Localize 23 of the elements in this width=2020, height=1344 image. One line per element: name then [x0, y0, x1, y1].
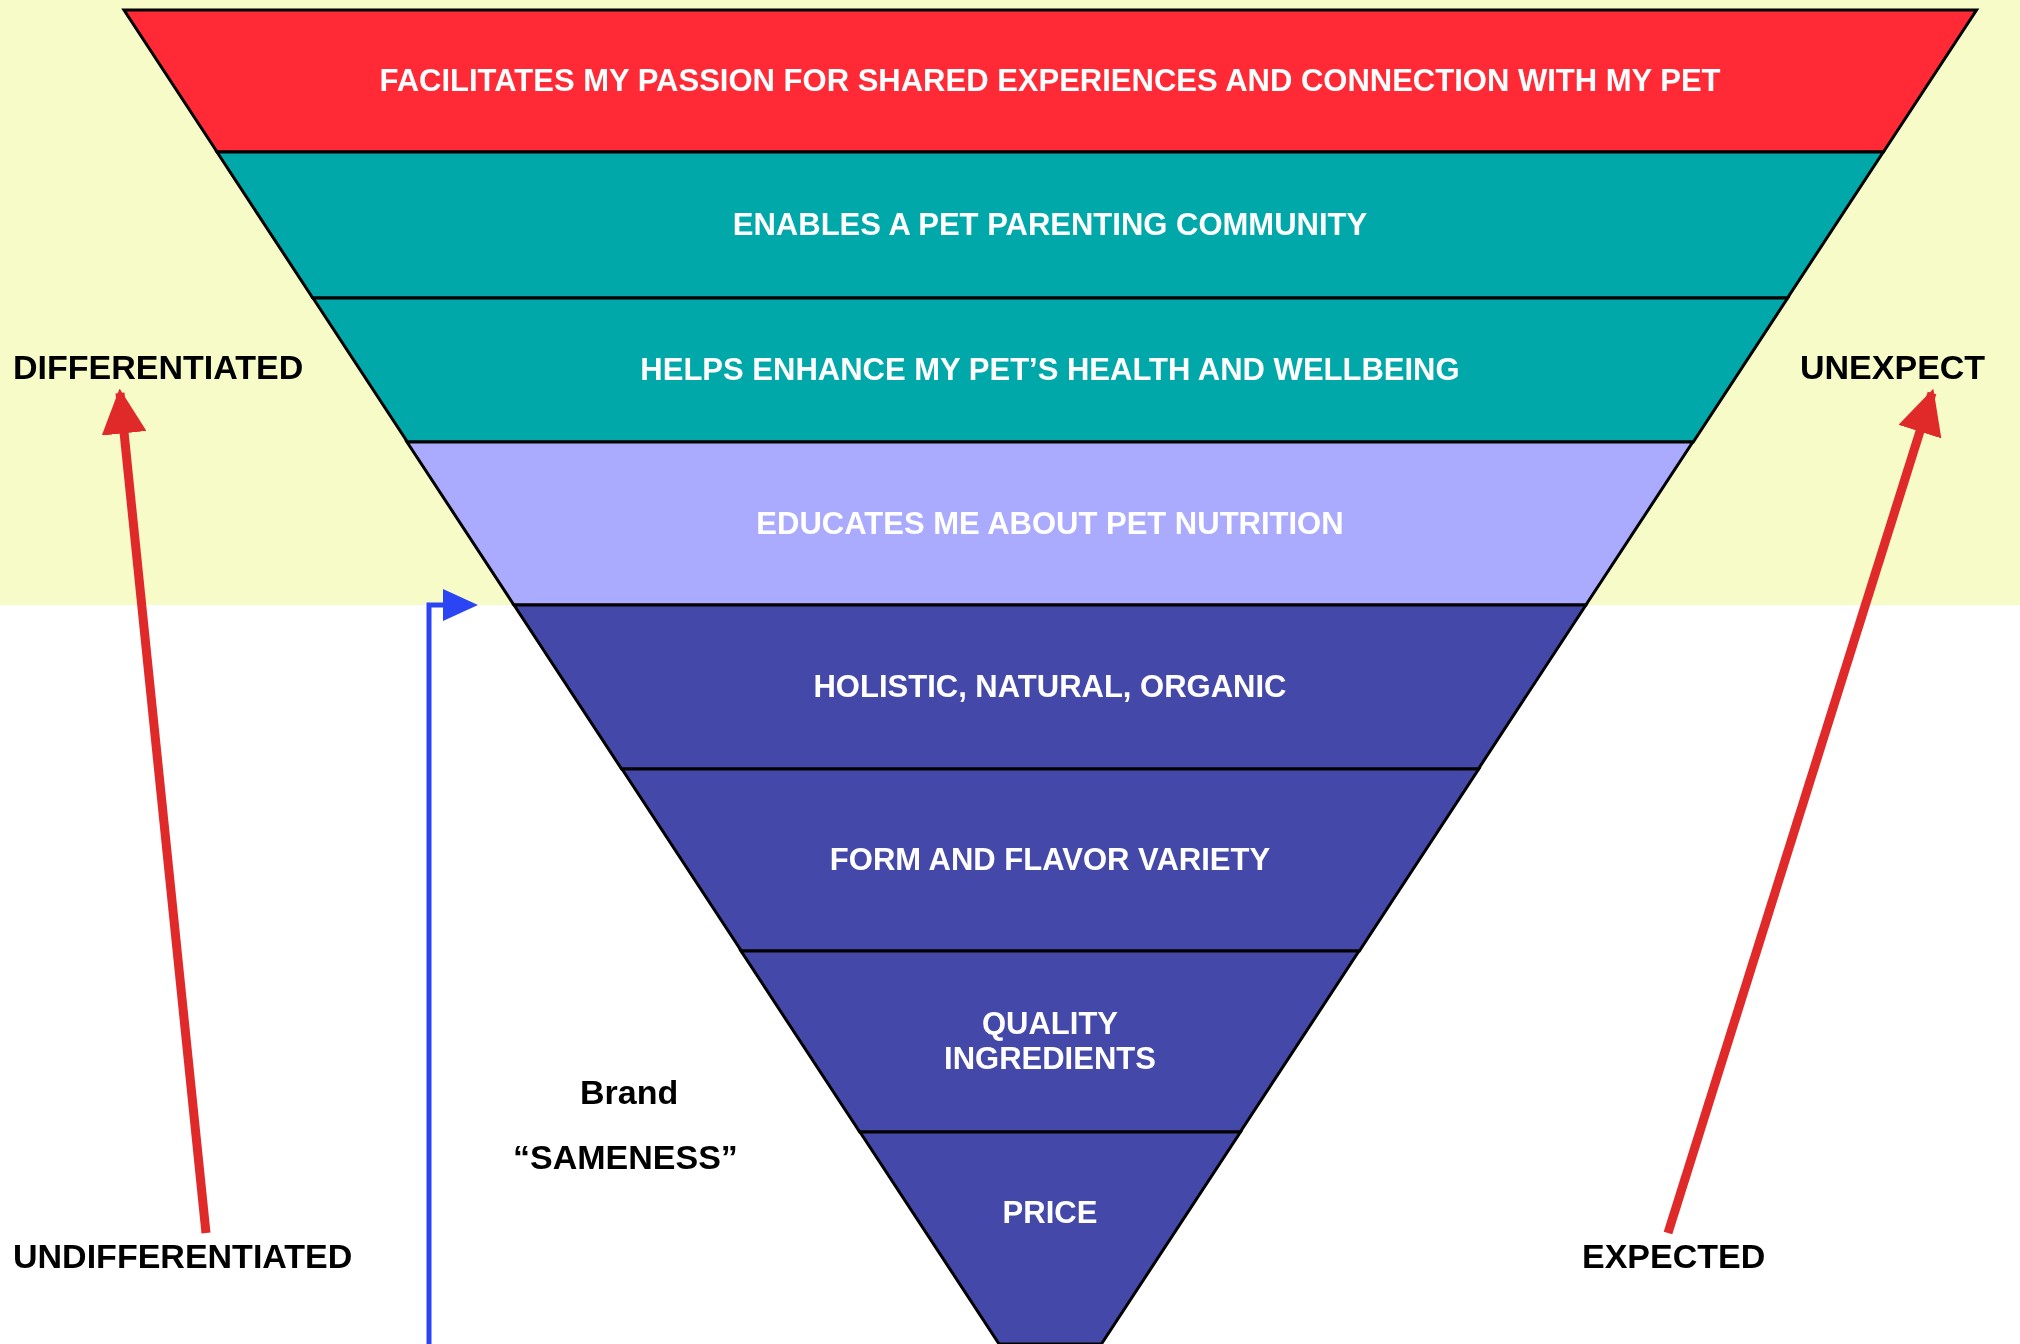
pyramid-tier	[123, 10, 1977, 152]
pyramid-tier	[312, 298, 1788, 442]
pyramid-tier	[621, 769, 1479, 951]
pyramid-tier	[741, 951, 1359, 1132]
axis-label: EXPECTED	[1582, 1237, 1766, 1276]
axis-label: UNEXPECT	[1800, 348, 1986, 387]
tier-label: HELPS ENHANCE MY PET’S HEALTH AND WELLBEING	[639, 352, 1461, 388]
annotation-text: “SAMENESS”	[513, 1138, 738, 1177]
arrow	[101, 388, 211, 1234]
axis-label: DIFFERENTIATED	[13, 348, 304, 387]
tier-label: HOLISTIC, NATURAL, ORGANIC	[812, 669, 1288, 705]
tier-label: PRICE	[1001, 1194, 1099, 1231]
tier-label: QUALITY INGREDIENTS	[943, 1005, 1157, 1078]
arrow	[1663, 388, 1942, 1235]
annotation-text: Brand	[580, 1073, 679, 1112]
pyramid-tier	[407, 442, 1693, 605]
axis-label: UNDIFFERENTIATED	[13, 1237, 353, 1276]
tier-label: FORM AND FLAVOR VARIETY	[828, 842, 1272, 878]
tier-label: EDUCATES ME ABOUT PET NUTRITION	[755, 505, 1345, 542]
tier-label: ENABLES A PET PARENTING COMMUNITY	[731, 207, 1369, 243]
pyramid-tier	[859, 1132, 1241, 1344]
pyramid-tier	[216, 152, 1884, 298]
tier-label: FACILITATES MY PASSION FOR SHARED EXPERIENCES AND CONNECTION WITH MY PET	[378, 63, 1722, 99]
